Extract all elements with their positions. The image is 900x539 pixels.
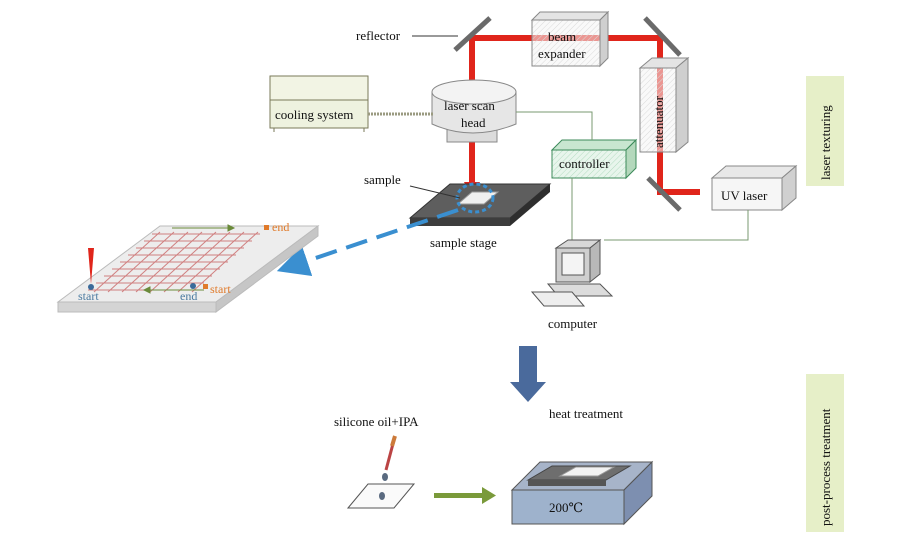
attenuator (638, 56, 690, 154)
process-down-arrow (510, 346, 546, 402)
start-point-left (88, 284, 94, 290)
glass-slide (346, 483, 416, 509)
post-process-label: post-process treatment (818, 408, 833, 526)
heating-plate (510, 460, 654, 526)
temperature-label: 200℃ (549, 500, 583, 515)
transfer-arrow (434, 487, 496, 504)
laser-texturing-label: laser texturing (818, 105, 833, 180)
scan-start-left-label: start (78, 289, 99, 303)
controller (550, 138, 638, 180)
scan-start-right-label: start (210, 282, 231, 296)
reflector-label: reflector (356, 28, 401, 43)
laser-scan-head-label-1: laser scan (444, 98, 495, 113)
end-point-top (264, 225, 269, 230)
beam-expander-label-1: beam (548, 29, 576, 44)
zoom-arrow (276, 208, 459, 277)
controller-label: controller (559, 156, 610, 171)
scan-grid-lines (88, 231, 260, 293)
sample-label: sample (364, 172, 401, 187)
connection-wires (516, 111, 749, 242)
computer-icon (530, 238, 614, 307)
scan-direction-arrows (142, 224, 236, 294)
sample-stage (408, 183, 552, 226)
laser-scan-head (431, 79, 517, 143)
end-point-mid (190, 283, 196, 289)
computer-label: computer (548, 316, 598, 331)
reflector-mirrors (453, 16, 682, 212)
cooling-system-label: cooling system (275, 107, 353, 122)
laser-texturing-panel (806, 76, 844, 186)
sample-stage-label: sample stage (430, 235, 497, 250)
silicone-oil-label: silicone oil+IPA (334, 414, 419, 429)
beam-expander (530, 10, 610, 68)
sample-pointer (409, 185, 461, 199)
post-process-panel (806, 374, 844, 532)
attenuator-label: attenuator (651, 95, 666, 148)
scan-end-mid-label: end (180, 289, 197, 303)
beam-expander-label-2: expander (538, 46, 586, 61)
sample-highlight-circle (455, 182, 495, 214)
cooling-system (269, 75, 369, 132)
heat-treatment-label: heat treatment (549, 406, 623, 421)
scan-end-top-label: end (272, 220, 289, 234)
uv-laser (710, 164, 798, 212)
uv-laser-label: UV laser (721, 188, 768, 203)
laser-spot-marker (88, 248, 94, 284)
laser-scan-head-label-2: head (461, 115, 486, 130)
pipette-icon (382, 435, 397, 481)
start-point-right (203, 284, 208, 289)
